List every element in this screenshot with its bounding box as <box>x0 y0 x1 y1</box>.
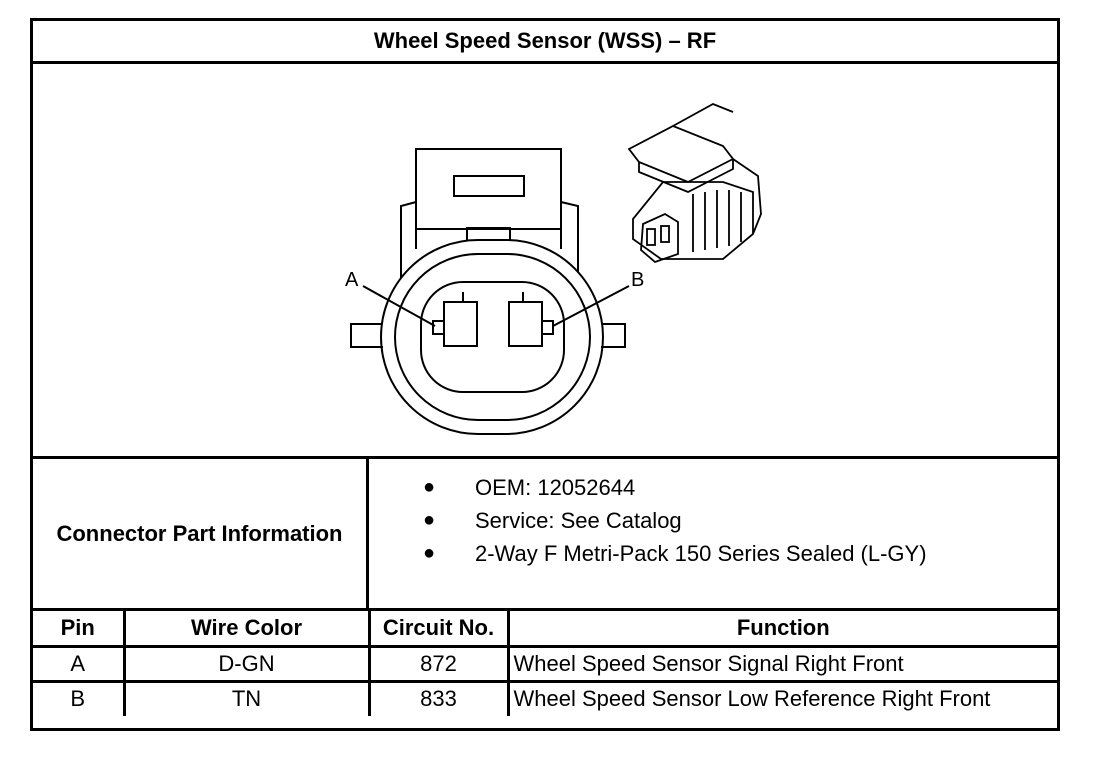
info-item-oem: ●OEM: 12052644 <box>369 471 1057 504</box>
latch-window <box>453 175 525 197</box>
pin-label-a: A <box>345 269 359 291</box>
connector-sheet: Wheel Speed Sensor (WSS) – RF <box>30 18 1060 731</box>
pin-label-b: B <box>631 269 644 291</box>
housing-shoulders <box>400 201 579 294</box>
sheet-title: Wheel Speed Sensor (WSS) – RF <box>33 21 1057 64</box>
header-pin: Pin <box>33 611 126 648</box>
connector-inner-cavity <box>420 281 565 393</box>
cell-circuit: 872 <box>367 644 510 683</box>
bullet-icon: ● <box>423 476 436 498</box>
bullet-icon: ● <box>423 509 436 531</box>
right-ear <box>601 323 626 348</box>
left-ear <box>350 323 383 348</box>
pin-table: Pin Wire Color Circuit No. Function A D-… <box>33 611 1057 716</box>
info-item-description: ●2-Way F Metri-Pack 150 Series Sealed (L… <box>369 537 1057 570</box>
cell-wire-color: TN <box>122 679 371 716</box>
latch-housing <box>415 148 562 249</box>
connector-drawing-panel: A B <box>33 64 1057 459</box>
table-row: B TN 833 Wheel Speed Sensor Low Referenc… <box>33 679 1057 716</box>
cell-pin: A <box>33 644 126 683</box>
pin-table-header: Pin Wire Color Circuit No. Function <box>33 611 1057 648</box>
connector-face-diagram: A B <box>345 103 762 435</box>
bullet-icon: ● <box>423 542 436 564</box>
cell-function: Wheel Speed Sensor Low Reference Right F… <box>506 679 1057 716</box>
leader-b <box>552 285 630 327</box>
connector-outer-body <box>380 239 604 435</box>
connector-info-row: Connector Part Information ●OEM: 1205264… <box>33 459 1057 611</box>
cell-wire-color: D-GN <box>122 644 371 683</box>
connector-info-label: Connector Part Information <box>33 459 369 608</box>
header-function: Function <box>506 611 1057 648</box>
header-circuit: Circuit No. <box>367 611 510 648</box>
table-row: A D-GN 872 Wheel Speed Sensor Signal Rig… <box>33 644 1057 683</box>
connector-info-list: ●OEM: 12052644 ●Service: See Catalog ●2-… <box>369 459 1057 620</box>
info-item-service: ●Service: See Catalog <box>369 504 1057 537</box>
cell-pin: B <box>33 679 126 716</box>
header-wire-color: Wire Color <box>122 611 371 648</box>
leader-a <box>362 285 436 327</box>
cell-circuit: 833 <box>367 679 510 716</box>
connector-iso-view <box>627 103 762 264</box>
connector-ring <box>394 253 591 421</box>
cell-function: Wheel Speed Sensor Signal Right Front <box>506 644 1057 683</box>
